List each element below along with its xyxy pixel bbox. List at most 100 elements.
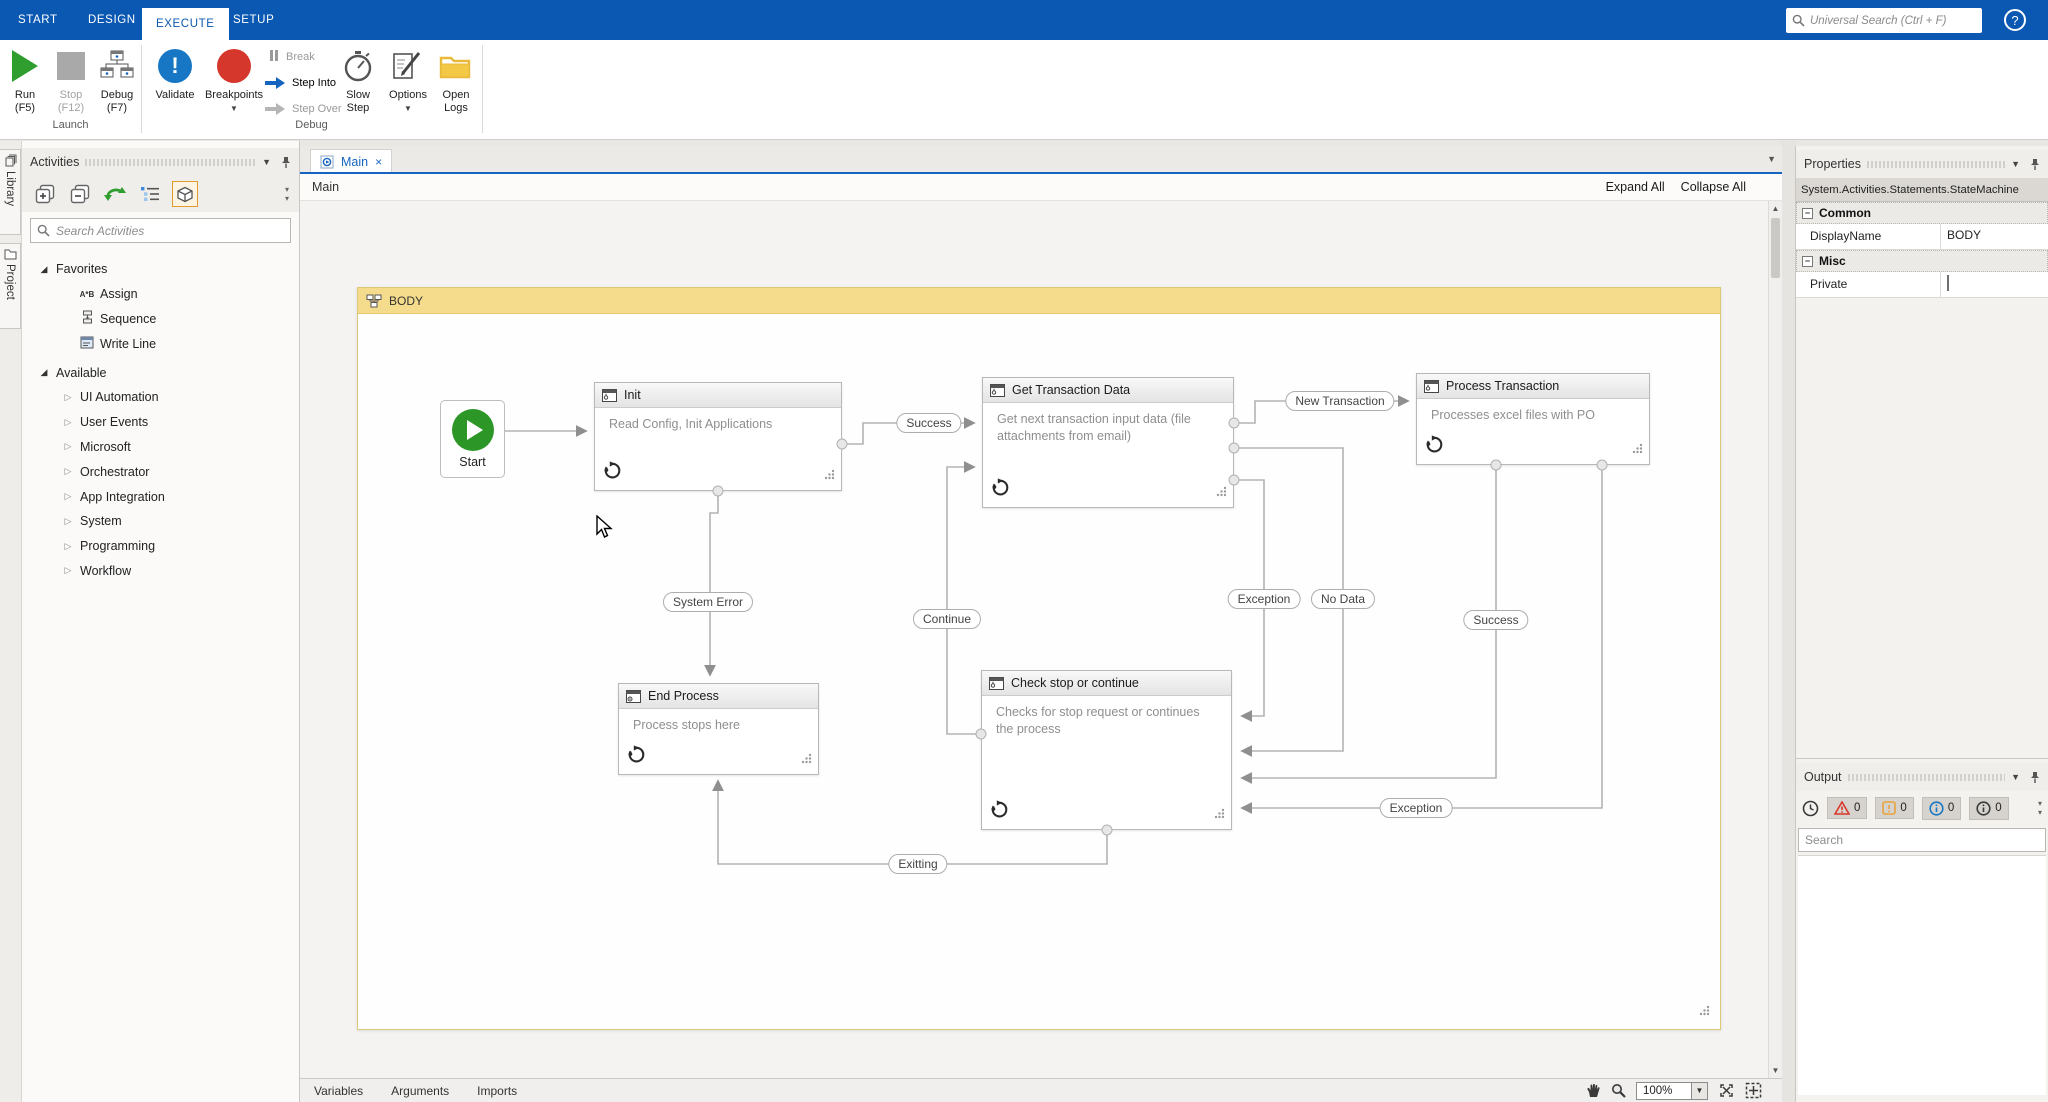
collapse-all-icon[interactable] bbox=[67, 181, 93, 207]
connector-dot[interactable] bbox=[1101, 824, 1113, 836]
transition-system-error[interactable]: System Error bbox=[662, 592, 754, 612]
zoom-magnifier-icon[interactable] bbox=[1611, 1083, 1626, 1098]
collapse-group-icon[interactable]: − bbox=[1802, 207, 1813, 219]
tree-item-system[interactable]: ▷System bbox=[22, 509, 299, 534]
resize-grip-icon[interactable] bbox=[824, 467, 835, 485]
breakpoints-button[interactable]: Breakpoints▼ bbox=[204, 46, 264, 115]
state-get-transaction-data[interactable]: Get Transaction Data Get next transactio… bbox=[982, 377, 1234, 508]
slow-step-button[interactable]: Slow Step bbox=[336, 46, 380, 115]
pin-icon[interactable] bbox=[2030, 771, 2040, 784]
timestamp-clock-icon[interactable] bbox=[1802, 800, 1819, 817]
imports-tab[interactable]: Imports bbox=[477, 1083, 518, 1098]
transition-new-transaction[interactable]: New Transaction bbox=[1285, 391, 1395, 411]
run-button[interactable]: Run(F5) bbox=[2, 46, 48, 115]
errors-filter-button[interactable]: 0 bbox=[1827, 797, 1868, 819]
scroll-down-icon[interactable]: ▼ bbox=[1771, 1066, 1780, 1075]
connector-dot[interactable] bbox=[836, 438, 848, 450]
property-group-misc[interactable]: − Misc bbox=[1796, 250, 2048, 272]
connector-dot[interactable] bbox=[1228, 474, 1240, 486]
transition-success[interactable]: Success bbox=[896, 413, 962, 433]
resize-grip-icon[interactable] bbox=[1214, 806, 1225, 824]
drag-handle[interactable] bbox=[1847, 773, 2006, 781]
activities-search[interactable] bbox=[30, 218, 291, 243]
expanded-icon[interactable]: ◢ bbox=[40, 263, 48, 274]
resize-grip-icon[interactable] bbox=[1216, 484, 1227, 502]
state-init[interactable]: Init Read Config, Init Applications bbox=[594, 382, 842, 491]
resize-grip-icon[interactable] bbox=[801, 751, 812, 769]
canvas-scrollbar[interactable]: ▲ ▼ bbox=[1768, 201, 1782, 1078]
sidebar-tab-library[interactable]: Library bbox=[0, 149, 21, 235]
connector-dot[interactable] bbox=[1490, 459, 1502, 471]
resize-grip-icon[interactable] bbox=[1632, 441, 1643, 459]
output-search[interactable] bbox=[1798, 828, 2046, 852]
warnings-filter-button[interactable]: 0 bbox=[1875, 797, 1914, 819]
tree-item-orchestrator[interactable]: ▷Orchestrator bbox=[22, 459, 299, 484]
statemachine-header[interactable]: BODY bbox=[358, 288, 1720, 314]
tree-item-assign[interactable]: A*B Assign bbox=[79, 287, 138, 302]
collapsed-icon[interactable]: ▷ bbox=[64, 441, 72, 452]
collapsed-icon[interactable]: ▷ bbox=[64, 515, 72, 526]
transition-no-data[interactable]: No Data bbox=[1310, 589, 1376, 609]
stop-button[interactable]: Stop(F12) bbox=[48, 46, 94, 115]
tab-execute[interactable]: EXECUTE bbox=[142, 8, 229, 40]
collapse-group-icon[interactable]: − bbox=[1802, 255, 1813, 267]
fit-to-screen-icon[interactable] bbox=[1718, 1082, 1735, 1099]
info-filter-button[interactable]: 0 bbox=[1921, 796, 1962, 820]
tree-item-user-events[interactable]: ▷User Events bbox=[22, 410, 299, 435]
scroll-up-icon[interactable]: ▲ bbox=[1771, 204, 1780, 213]
tree-item-programming[interactable]: ▷Programming bbox=[22, 534, 299, 559]
package-view-icon[interactable] bbox=[172, 181, 198, 207]
connector-dot[interactable] bbox=[1228, 417, 1240, 429]
state-process-transaction[interactable]: Process Transaction Processes excel file… bbox=[1416, 373, 1650, 465]
chevron-down-icon[interactable]: ▼ bbox=[1691, 1082, 1707, 1099]
tree-item-app-integration[interactable]: ▷App Integration bbox=[22, 484, 299, 509]
tree-item-write-line[interactable]: Write Line bbox=[22, 331, 299, 356]
connector-dot[interactable] bbox=[975, 728, 987, 740]
refresh-icon[interactable] bbox=[102, 181, 128, 207]
expanded-icon[interactable]: ◢ bbox=[40, 367, 48, 378]
transition-exitting[interactable]: Exitting bbox=[888, 854, 948, 874]
break-button[interactable]: Break bbox=[270, 50, 315, 64]
step-into-button[interactable]: Step Into bbox=[264, 76, 336, 90]
tree-item-microsoft[interactable]: ▷Microsoft bbox=[22, 435, 299, 460]
state-end-process[interactable]: End Process Process stops here bbox=[618, 683, 819, 775]
tab-main[interactable]: Main × bbox=[310, 149, 393, 174]
displayname-input[interactable] bbox=[1947, 228, 2044, 242]
tree-group-available[interactable]: ◢ Available bbox=[22, 360, 299, 385]
collapsed-icon[interactable]: ▷ bbox=[64, 540, 72, 551]
breadcrumb[interactable]: Main bbox=[312, 180, 340, 194]
sidebar-tab-project[interactable]: Project bbox=[0, 243, 21, 329]
connector-dot[interactable] bbox=[1228, 442, 1240, 454]
activities-search-input[interactable] bbox=[56, 223, 284, 238]
panel-menu-icon[interactable]: ▼ bbox=[262, 157, 271, 167]
transition-exception[interactable]: Exception bbox=[1227, 589, 1301, 609]
collapsed-icon[interactable]: ▷ bbox=[64, 391, 72, 402]
property-group-common[interactable]: − Common bbox=[1796, 202, 2048, 224]
zoom-reset-icon[interactable] bbox=[1745, 1082, 1762, 1099]
drag-handle[interactable] bbox=[1866, 160, 2006, 168]
outline-view-icon[interactable] bbox=[137, 181, 163, 207]
toolbar-overflow-icon[interactable]: ▾▾ bbox=[2037, 799, 2042, 817]
scrollbar-thumb[interactable] bbox=[1771, 218, 1780, 278]
output-search-input[interactable] bbox=[1805, 833, 2039, 847]
transition-continue[interactable]: Continue bbox=[912, 609, 982, 629]
open-logs-button[interactable]: Open Logs bbox=[434, 46, 478, 115]
expand-all-link[interactable]: Expand All bbox=[1605, 180, 1665, 194]
tab-overflow-icon[interactable]: ▼ bbox=[1767, 154, 1776, 164]
state-check-stop-or-continue[interactable]: Check stop or continue Checks for stop r… bbox=[981, 670, 1232, 830]
expand-all-icon[interactable] bbox=[32, 181, 58, 207]
trace-filter-button[interactable]: 0 bbox=[1969, 796, 2009, 820]
panel-menu-icon[interactable]: ▼ bbox=[2011, 772, 2020, 782]
tree-group-favorites[interactable]: ◢ Favorites bbox=[22, 257, 299, 282]
close-icon[interactable]: × bbox=[375, 155, 383, 169]
pin-icon[interactable] bbox=[281, 156, 291, 169]
collapsed-icon[interactable]: ▷ bbox=[64, 466, 72, 477]
collapsed-icon[interactable]: ▷ bbox=[64, 491, 72, 502]
resize-grip-icon[interactable] bbox=[1699, 1003, 1710, 1021]
variables-tab[interactable]: Variables bbox=[314, 1083, 364, 1098]
zoom-select[interactable]: 100% ▼ bbox=[1636, 1081, 1708, 1100]
pin-icon[interactable] bbox=[2030, 158, 2040, 171]
debug-button[interactable]: Debug(F7) bbox=[94, 46, 140, 115]
output-header[interactable]: Output ▼ bbox=[1796, 763, 2048, 791]
collapse-all-link[interactable]: Collapse All bbox=[1680, 180, 1746, 194]
